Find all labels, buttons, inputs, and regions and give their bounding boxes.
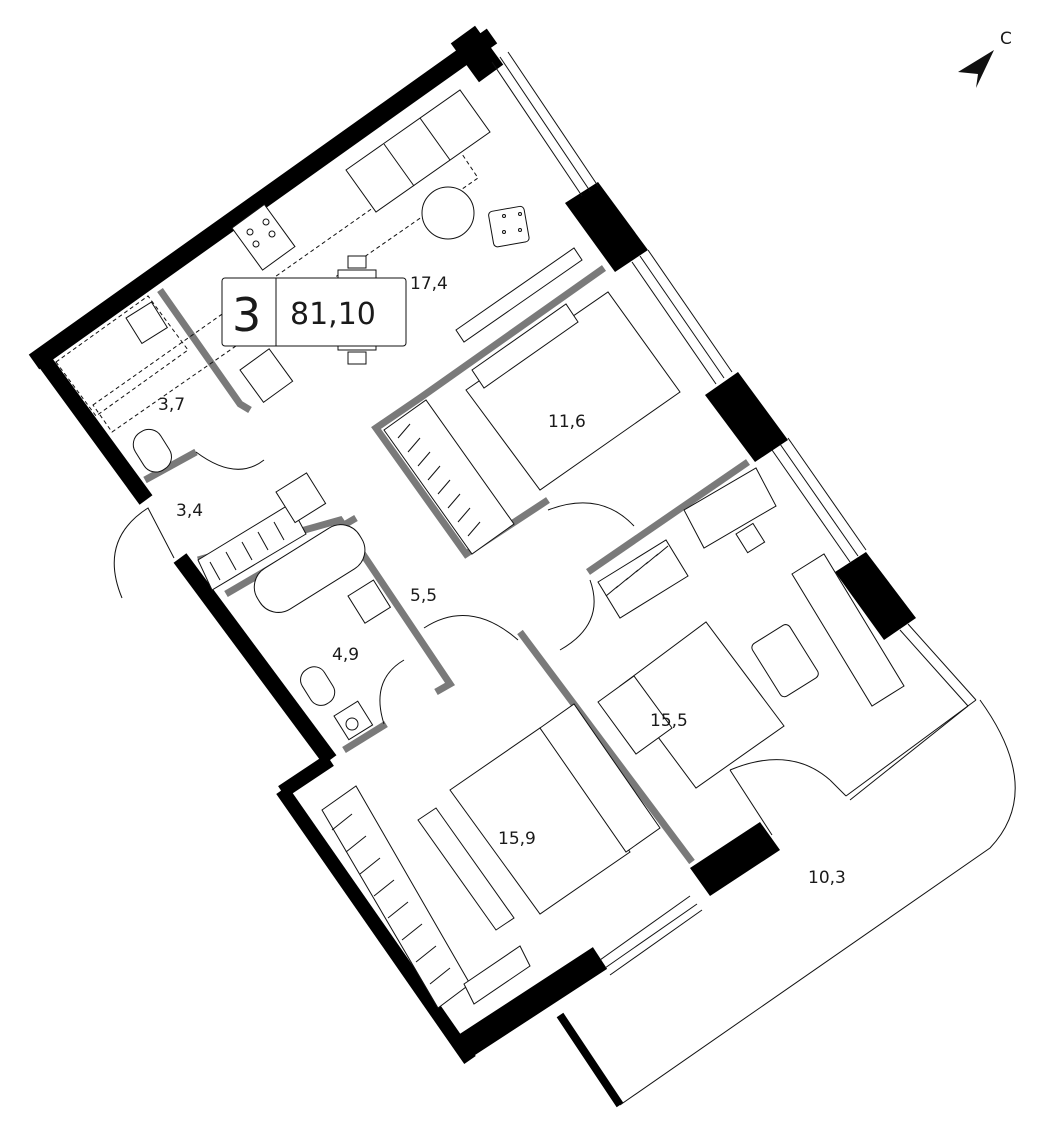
total-area: 81,10 [290,297,376,332]
wardrobe-bedroom-3 [321,785,471,1009]
wardrobe-hatch-1 [397,423,481,537]
kitchen-counter [92,147,479,433]
tv-bedroom-1 [455,247,583,343]
wardrobe-hatch-3 [331,813,451,985]
sink-bathroom-2 [333,700,374,741]
wardrobe-bedroom-2 [597,539,689,619]
bath-shower-tray [197,503,307,591]
toilet-small [132,428,172,473]
room-area-bedroom-2: 15,5 [650,711,688,731]
bed-bedroom-1 [465,291,681,491]
sink-small [125,301,169,345]
tv-bedroom-2 [791,553,905,707]
toilet-bathroom [300,666,336,706]
room-area-living-kitchen: 17,4 [410,274,448,294]
terrace-outline [619,699,1016,1106]
furniture [55,89,905,1009]
rooms-count: 3 [232,288,261,342]
room-area-bedroom-3: 15,9 [498,829,536,849]
washing-machine [275,472,327,524]
bed-bedroom-2 [597,621,785,789]
sink-bathroom [347,579,392,624]
rug-bedroom-2 [751,624,819,698]
desk-bedroom-2 [683,467,777,549]
north-arrow-icon [958,50,994,88]
exterior-walls [28,25,916,1108]
room-labels: 17,4 11,6 3,7 3,4 5,5 4,9 15,5 15,9 10,3 [158,274,846,888]
north-label: С [1000,29,1012,49]
room-area-bedroom-1: 11,6 [548,412,586,432]
room-area-bathroom-small: 3,7 [158,395,185,415]
wardrobe-hatch-2 [605,545,669,597]
room-area-entrance: 3,4 [176,501,203,521]
windows [491,51,977,976]
sofa [345,89,491,213]
pouf [488,205,530,248]
apartment-badge: 3 81,10 [221,277,407,347]
room-area-terrace: 10,3 [808,868,846,888]
doors [113,451,635,725]
tv-bedroom-3 [417,807,515,931]
bathtub [253,524,366,613]
round-table [421,186,475,240]
north-indicator: С [958,29,1012,88]
wardrobe-bedroom-1 [383,399,515,555]
room-area-hall: 5,5 [410,586,437,606]
room-area-bathroom: 4,9 [332,645,359,665]
bed-bedroom-3 [449,703,661,915]
wardrobe-bedroom-3b [463,945,531,1005]
